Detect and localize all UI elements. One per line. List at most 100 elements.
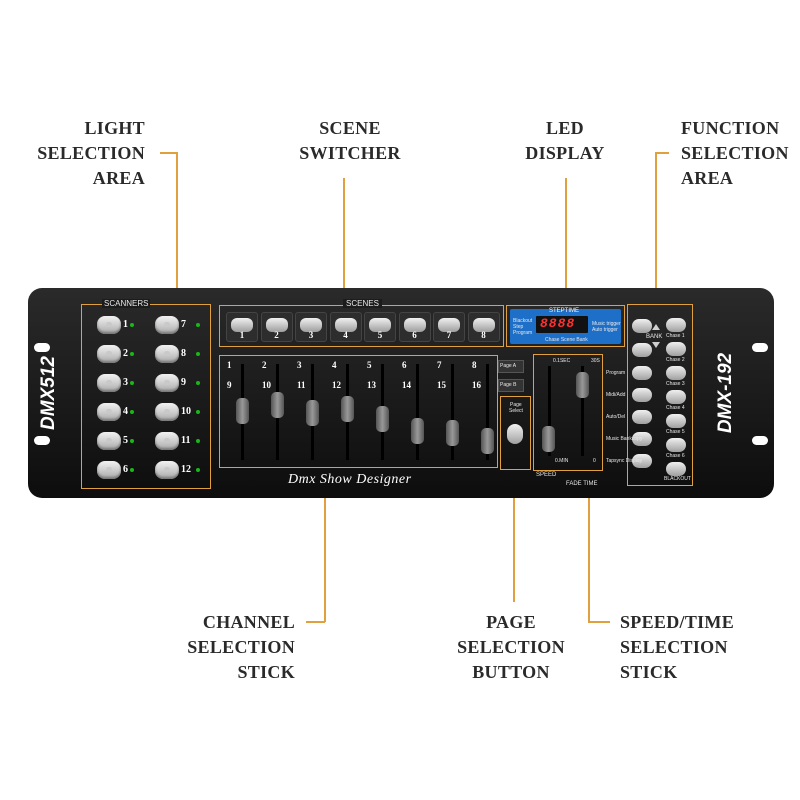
rack-ear-hole-left-bottom (34, 436, 50, 445)
channel-slider-knob-6[interactable] (411, 418, 424, 444)
scanner-button-10[interactable] (155, 403, 179, 421)
channel-slider-track-8 (486, 364, 489, 460)
function-button-4[interactable] (632, 432, 652, 446)
speed-slider-track (548, 366, 551, 456)
display-auto-trigger-label: Auto trigger (592, 327, 618, 333)
scene-button-cap (231, 318, 253, 332)
scene-button-2[interactable]: 2 (260, 312, 293, 342)
chase-button-6[interactable] (666, 438, 686, 452)
scanner-button-7[interactable] (155, 316, 179, 334)
channel-slider-knob-7[interactable] (446, 420, 459, 446)
scene-button-3[interactable]: 3 (295, 312, 327, 342)
page-a-label: Page A (500, 363, 517, 369)
display-music-trigger-label: Music trigger (592, 321, 621, 327)
speed-slider-knob[interactable] (542, 426, 555, 452)
scene-number-1: 1 (239, 330, 245, 340)
chase-button-4[interactable] (666, 390, 686, 404)
chase-button-5[interactable] (666, 414, 686, 428)
scanner-number-9: 9 (181, 377, 186, 388)
chase-button-1[interactable] (666, 318, 686, 332)
leader-line-function-v (655, 152, 657, 304)
scanner-button-1[interactable] (97, 316, 121, 334)
scene-button-cap (369, 318, 391, 332)
function-button-1[interactable] (632, 366, 652, 380)
channel-slider-knob-5[interactable] (376, 406, 389, 432)
scene-button-cap (334, 318, 357, 332)
scene-button-8[interactable]: 8 (467, 312, 500, 342)
label-page-selection-button: PAGE SELECTION BUTTON (457, 612, 565, 682)
scanner-led-11 (196, 439, 200, 443)
function-selection-box (627, 304, 693, 486)
scanner-led-7 (196, 323, 200, 327)
page-select-button[interactable] (507, 424, 523, 444)
scanner-button-2[interactable] (97, 345, 121, 363)
page-a-button[interactable] (498, 360, 524, 373)
display-chase-scene-bank-label: Chase Scene Bank (545, 337, 588, 343)
scanner-number-11: 11 (181, 435, 191, 446)
scanner-led-8 (196, 352, 200, 356)
chase-label-1: Chase 1 (666, 333, 685, 339)
chase-label-3: Chase 3 (666, 381, 685, 387)
rack-ear-hole-right-top (752, 343, 768, 352)
channel-slider-track-7 (451, 364, 454, 460)
page-select-label-1: Page (510, 402, 522, 408)
function-button-2[interactable] (632, 388, 652, 402)
channel-slider-track-6 (416, 364, 419, 460)
scanner-button-8[interactable] (155, 345, 179, 363)
scanner-led-12 (196, 468, 200, 472)
blackout-button[interactable] (666, 462, 686, 476)
chase-button-2[interactable] (666, 342, 686, 356)
display-digits: 8888 (540, 316, 576, 331)
scanner-button-11[interactable] (155, 432, 179, 450)
scene-button-1[interactable]: 1 (226, 312, 258, 342)
leader-line-speed-h (588, 621, 610, 623)
scanner-button-9[interactable] (155, 374, 179, 392)
scanner-led-6 (130, 468, 134, 472)
scene-number-4: 4 (343, 330, 348, 340)
scene-button-5[interactable]: 5 (364, 312, 396, 342)
chase-label-2: Chase 2 (666, 357, 685, 363)
steptime-label: STEPTIME (549, 308, 580, 314)
leader-line-light-v (176, 152, 178, 304)
rack-ear-hole-right-bottom (752, 436, 768, 445)
channel-slider-knob-2[interactable] (271, 392, 284, 418)
label-led-display: LED DISPLAY (525, 118, 605, 163)
scanner-led-10 (196, 410, 200, 414)
scene-button-cap (472, 318, 495, 332)
scene-button-cap (300, 318, 322, 332)
chase-button-3[interactable] (666, 366, 686, 380)
function-button-3[interactable] (632, 410, 652, 424)
channel-slider-knob-8[interactable] (481, 428, 494, 454)
blackout-label: BLACKOUT (664, 476, 691, 482)
scanner-button-3[interactable] (97, 374, 121, 392)
channel-slider-knob-4[interactable] (341, 396, 354, 422)
rack-ear-hole-left-top (34, 343, 50, 352)
scanner-button-5[interactable] (97, 432, 121, 450)
scene-button-cap (403, 318, 426, 332)
speed-top-left-label: 0.1SEC (553, 358, 571, 364)
leader-line-speed (588, 470, 590, 622)
scanner-button-12[interactable] (155, 461, 179, 479)
page-b-label: Page B (500, 382, 517, 388)
scanner-number-12: 12 (181, 464, 191, 475)
display-step-label: Step (513, 324, 524, 330)
scene-button-4[interactable]: 4 (329, 312, 362, 342)
bank-down-button[interactable] (632, 343, 652, 357)
fade-time-label: FADE TIME (566, 481, 598, 487)
scanner-button-4[interactable] (97, 403, 121, 421)
channel-slider-knob-1[interactable] (236, 398, 249, 424)
channel-slider-knob-3[interactable] (306, 400, 319, 426)
scene-number-8: 8 (481, 330, 486, 340)
scanner-led-9 (196, 381, 200, 385)
channel-number-9: 9 (227, 380, 232, 390)
channel-number-14: 14 (402, 380, 411, 390)
fade-slider-knob[interactable] (576, 372, 589, 398)
page-b-button[interactable] (498, 379, 524, 392)
channel-selection-box (219, 355, 498, 468)
scene-button-7[interactable]: 7 (433, 312, 465, 342)
leader-line-function (655, 152, 669, 154)
scene-button-6[interactable]: 6 (398, 312, 431, 342)
scanner-button-6[interactable] (97, 461, 121, 479)
bank-up-button[interactable] (632, 319, 652, 333)
function-button-5[interactable] (632, 454, 652, 468)
